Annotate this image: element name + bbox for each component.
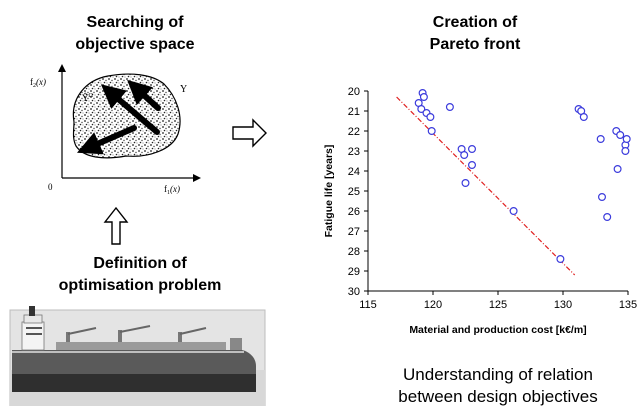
y-tick-label: 26 — [348, 206, 360, 218]
data-point — [616, 131, 625, 140]
y-tick-label: 20 — [348, 86, 360, 98]
trend-line — [396, 96, 576, 276]
y-tick-label: 21 — [348, 106, 360, 118]
x-tick-label: 130 — [554, 299, 572, 311]
data-point — [596, 135, 605, 144]
data-point — [460, 151, 469, 160]
y-tick-label: 29 — [348, 266, 360, 278]
data-point — [426, 112, 435, 121]
x-tick-label: 135 — [619, 299, 637, 311]
y-tick-label: 25 — [348, 186, 360, 198]
y-axis-label: Fatigue life [years] — [323, 145, 335, 238]
data-point — [468, 145, 477, 154]
data-point — [417, 104, 426, 113]
chart-caption: Understanding of relation between design… — [398, 365, 598, 406]
y-tick-label: 28 — [348, 246, 360, 258]
data-point — [603, 213, 612, 222]
data-point — [509, 207, 518, 216]
pareto-title: Creation of Pareto front — [429, 14, 521, 53]
data-point — [621, 147, 630, 156]
sketch-x-arrowhead — [193, 174, 201, 182]
data-point — [419, 92, 428, 101]
data-point — [579, 112, 588, 121]
data-point — [427, 126, 436, 135]
y-tick-label: 27 — [348, 226, 360, 238]
x-axis-label: Material and production cost [k€/m] — [409, 324, 586, 336]
y-tick-label: 30 — [348, 286, 360, 298]
data-point — [468, 161, 477, 170]
data-point — [556, 255, 565, 264]
search-arrow-3 — [127, 79, 161, 111]
sketch-origin-label: 0 — [48, 182, 53, 192]
sketch-y-axis-label: f2(x) — [30, 77, 46, 89]
search-arrow-1 — [76, 125, 137, 155]
data-point — [461, 179, 470, 188]
data-point — [445, 102, 454, 111]
ship-image — [9, 306, 266, 406]
region-label: Y — [180, 84, 187, 95]
x-tick-label: 125 — [489, 299, 507, 311]
y-tick-label: 22 — [348, 126, 360, 138]
y-tick-label: 24 — [348, 166, 360, 178]
search-title: Searching of objective space — [75, 14, 195, 53]
data-point — [613, 165, 622, 174]
sketch-y-arrowhead — [58, 64, 66, 72]
data-point — [597, 193, 606, 202]
y-tick-label: 23 — [348, 146, 360, 158]
sketch-x-axis-label: f1(x) — [164, 184, 180, 196]
definition-title: Definition of optimisation problem — [58, 255, 222, 294]
data-point — [622, 135, 631, 144]
search-arrow-2 — [100, 84, 160, 135]
x-tick-label: 120 — [424, 299, 442, 311]
up-arrow-icon — [103, 206, 129, 245]
right-arrow-icon — [232, 118, 267, 148]
x-tick-label: 115 — [359, 299, 377, 311]
pareto-set-label: ŶΩ — [82, 93, 94, 103]
